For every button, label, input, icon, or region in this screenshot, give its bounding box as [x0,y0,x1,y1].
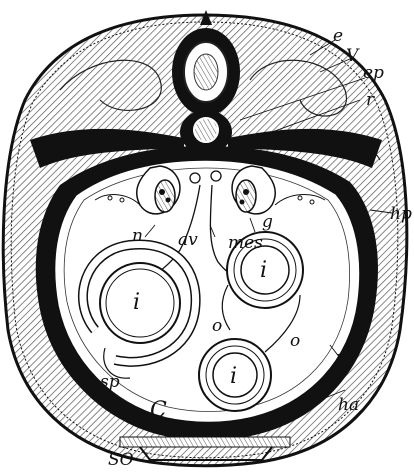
notochord [194,118,218,142]
label-i-upper-right: i [260,260,267,282]
label-p: p [336,350,347,367]
label-r: r [366,92,374,109]
label-i-left: i [133,292,140,314]
label-mes: mes [228,235,263,252]
label-hp: hp [390,206,412,223]
label-av: av [178,232,198,249]
label-e: e [333,28,343,45]
label-n: n [132,228,143,245]
label-sp: sp [100,374,120,391]
label-ep: ep [363,65,384,82]
label-g: g [262,214,273,231]
label-c: C [150,400,167,422]
label-o-lower: o [290,333,300,350]
label-ha: ha [338,397,359,414]
label-so: SO [108,452,134,469]
label-i-lower: i [230,366,237,388]
label-v: V [346,48,358,65]
label-o-upper: o [212,318,222,335]
